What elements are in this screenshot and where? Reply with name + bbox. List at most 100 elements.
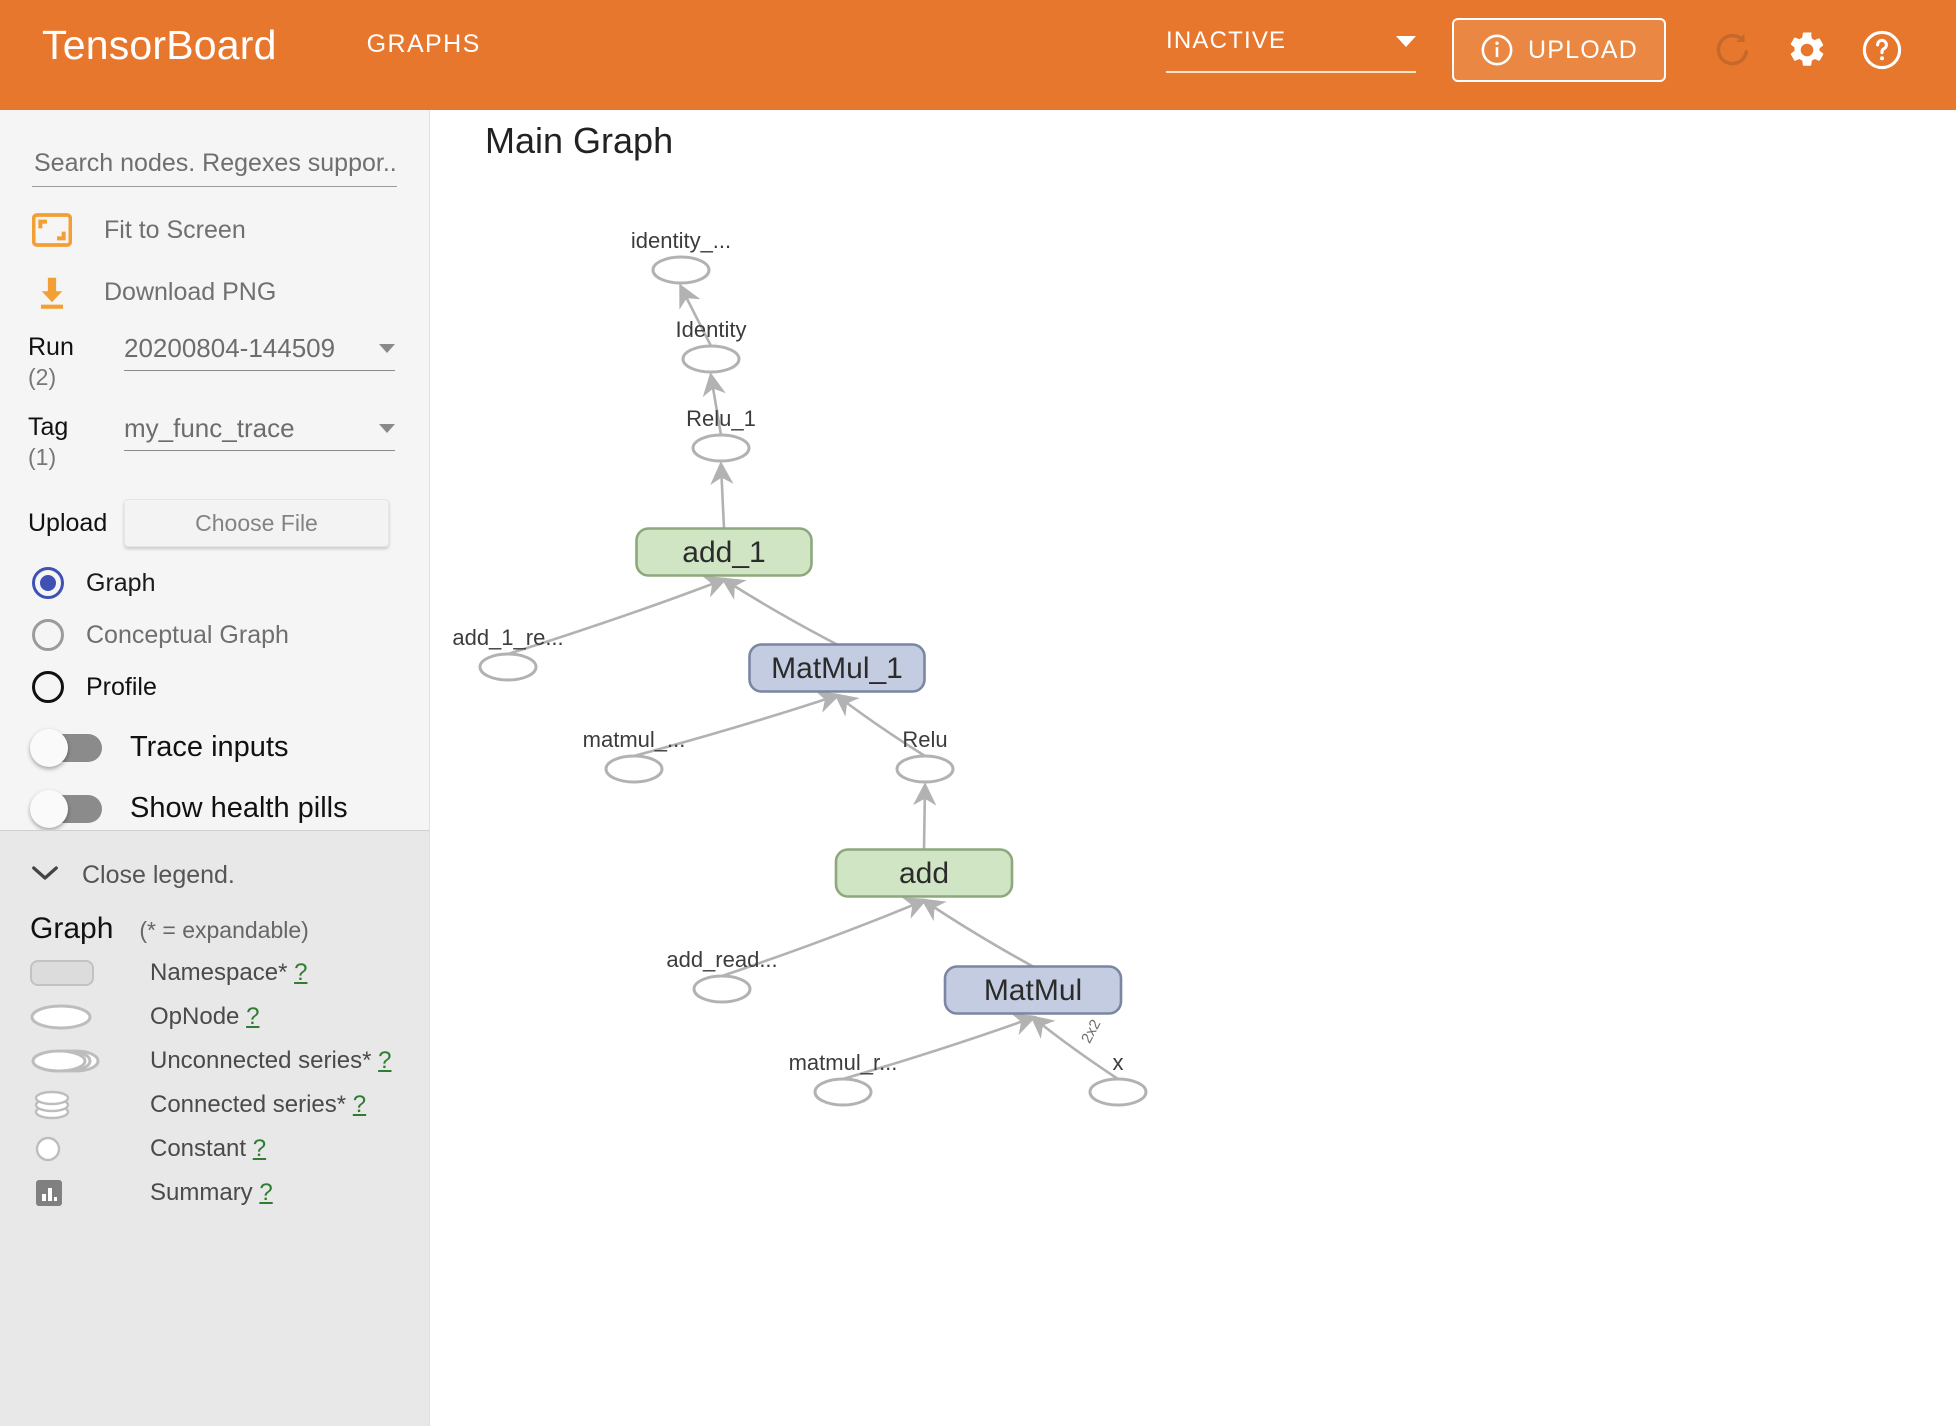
graph-edge — [721, 897, 928, 978]
download-png-button[interactable]: Download PNG — [28, 273, 429, 311]
legend-item-label: Namespace* — [150, 959, 288, 986]
radio-graph-label: Graph — [86, 568, 156, 597]
gear-icon[interactable] — [1786, 29, 1828, 71]
help-icon[interactable] — [1860, 28, 1904, 72]
download-icon — [28, 273, 76, 311]
toggle-show-health-pills-label: Show health pills — [130, 792, 348, 824]
chevron-down-icon — [379, 344, 395, 353]
graph-node-label: matmul_r... — [789, 1050, 898, 1075]
choose-file-button[interactable]: Choose File — [124, 499, 389, 547]
graph-edge — [702, 372, 726, 436]
radio-profile[interactable]: Profile — [32, 671, 429, 703]
legend-item-summary: Summary ? — [30, 1176, 429, 1210]
graph-node-matmul_readvariableop[interactable]: matmul_r... — [789, 1050, 898, 1107]
graph-node-label: Relu_1 — [686, 406, 756, 431]
graph-node-relu[interactable]: Relu — [895, 727, 955, 784]
chevron-down-icon — [379, 424, 395, 433]
run-count: (2) — [28, 364, 57, 390]
constant-swatch-icon — [30, 1134, 122, 1164]
run-dropdown[interactable]: 20200804-144509 — [124, 333, 395, 371]
graph-node-label: add_1 — [682, 536, 765, 569]
graph-node-label: MatMul — [984, 974, 1082, 1007]
connected-series-swatch-icon — [30, 1088, 122, 1122]
graph-edge — [833, 693, 926, 758]
legend-panel: Close legend. Graph (* = expandable) Nam… — [0, 830, 429, 1426]
graph-node-identity_out[interactable]: identity_... — [631, 228, 731, 285]
run-status-select[interactable]: INACTIVE — [1165, 27, 1416, 73]
help-link[interactable]: ? — [294, 959, 308, 986]
graph-node-add[interactable]: add — [834, 848, 1014, 898]
graph-edge — [710, 461, 734, 529]
graph-node-matmul_1[interactable]: MatMul_1 — [748, 643, 926, 693]
close-legend-button[interactable]: Close legend. — [30, 861, 429, 890]
radio-profile-indicator — [32, 671, 64, 703]
help-link[interactable]: ? — [246, 1003, 260, 1030]
fit-to-screen-label: Fit to Screen — [104, 215, 246, 244]
close-legend-label: Close legend. — [82, 861, 235, 889]
toggle-trace-inputs-switch — [30, 728, 104, 767]
tag-value: my_func_trace — [124, 413, 295, 443]
search-input[interactable] — [32, 148, 397, 179]
graph-node-label: add — [899, 857, 949, 890]
toggle-show-health-pills-switch — [30, 789, 104, 828]
legend-item-label: OpNode — [150, 1003, 240, 1030]
radio-conceptual-graph-label: Conceptual Graph — [86, 620, 289, 649]
run-label-group: Run (2) — [28, 333, 124, 391]
run-status-label: INACTIVE — [1165, 27, 1287, 54]
graph-node-add_readvariableop[interactable]: add_read... — [666, 947, 778, 1004]
download-png-label: Download PNG — [104, 277, 277, 306]
upload-button-label: UPLOAD — [1527, 35, 1638, 64]
graph-node-identity[interactable]: Identity — [676, 317, 747, 374]
radio-conceptual-graph[interactable]: Conceptual Graph — [32, 619, 429, 651]
graph-edge — [1029, 1015, 1119, 1081]
fit-to-screen-button[interactable]: Fit to Screen — [28, 213, 429, 247]
upload-row: Upload Choose File — [28, 499, 429, 547]
tag-dropdown[interactable]: my_func_trace — [124, 413, 395, 451]
graph-node-matmul_1_readvariableop[interactable]: matmul_... — [583, 727, 686, 784]
graph-edge — [920, 898, 1034, 968]
graph-edge — [633, 690, 841, 758]
help-link[interactable]: ? — [378, 1047, 392, 1074]
graph-edge — [679, 283, 713, 347]
graph-node-label: identity_... — [631, 228, 731, 253]
info-icon — [1480, 33, 1514, 67]
graph-edge — [842, 1013, 1037, 1081]
namespace-swatch-icon — [30, 958, 122, 988]
graph-node-add_1[interactable]: add_1 — [635, 527, 813, 577]
graph-edges: 2x2 — [507, 283, 1119, 1081]
legend-item-connected-series: Connected series* ? — [30, 1088, 429, 1122]
graph-node-label: x — [1113, 1050, 1124, 1075]
help-link[interactable]: ? — [252, 1135, 267, 1162]
edge-label: 2x2 — [1078, 1017, 1104, 1046]
radio-graph[interactable]: Graph — [32, 567, 429, 599]
graph-node-label: MatMul_1 — [771, 652, 903, 685]
graph-node-add_1_readvariableop[interactable]: add_1_re... — [452, 625, 564, 682]
legend-item-opnode: OpNode ? — [30, 1000, 429, 1034]
refresh-icon[interactable] — [1712, 29, 1754, 71]
toggle-show-health-pills[interactable]: Show health pills — [30, 789, 429, 828]
legend-title: Graph — [30, 912, 114, 945]
legend-title-row: Graph (* = expandable) — [30, 912, 429, 946]
tab-graphs[interactable]: GRAPHS — [356, 30, 491, 131]
legend-item-label: Unconnected series* — [150, 1047, 372, 1074]
run-label: Run — [28, 333, 74, 361]
graph-node-relu_1[interactable]: Relu_1 — [686, 406, 756, 463]
help-link[interactable]: ? — [259, 1179, 273, 1206]
legend-item-unconnected-series: Unconnected series* ? — [30, 1044, 429, 1078]
graph-node-label: add_read... — [666, 947, 777, 972]
graph-node-label: matmul_... — [583, 727, 686, 752]
graph-edge — [912, 782, 937, 850]
search-field-wrap — [32, 148, 397, 187]
chevron-down-icon — [30, 863, 60, 888]
graph-node-x[interactable]: x — [1088, 1050, 1148, 1107]
help-link[interactable]: ? — [352, 1091, 367, 1118]
tag-count: (1) — [28, 444, 57, 470]
toggle-trace-inputs[interactable]: Trace inputs — [30, 728, 429, 767]
graph-node-matmul[interactable]: MatMul — [943, 965, 1123, 1015]
legend-item-constant: Constant ? — [30, 1132, 429, 1166]
opnode-swatch-icon — [30, 1002, 122, 1032]
upload-button[interactable]: UPLOAD — [1451, 18, 1666, 82]
